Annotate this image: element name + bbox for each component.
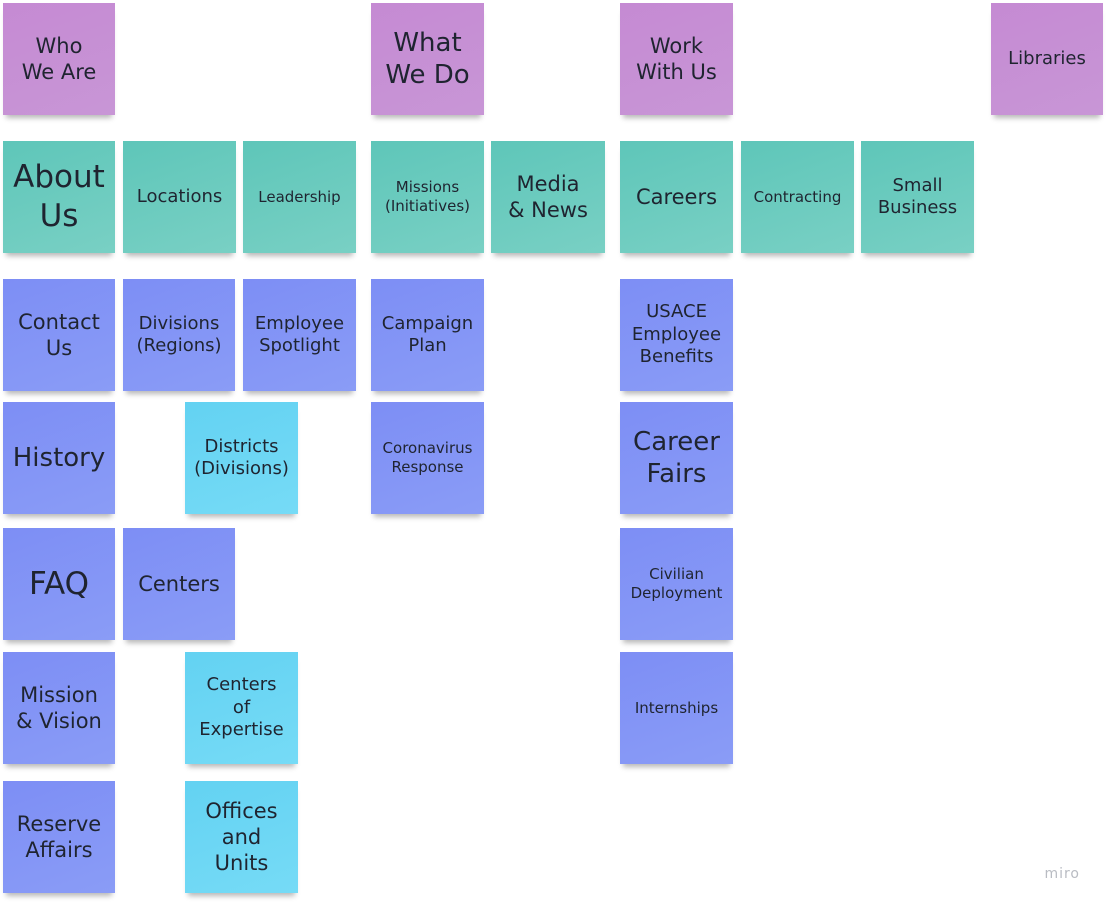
note-careers[interactable]: Careers (620, 141, 733, 253)
note-divisions-regions[interactable]: Divisions (Regions) (123, 279, 235, 391)
note-libraries[interactable]: Libraries (991, 3, 1103, 115)
note-coronavirus-response[interactable]: Coronavirus Response (371, 402, 484, 514)
note-career-fairs[interactable]: Career Fairs (620, 402, 733, 514)
note-employee-spotlight[interactable]: Employee Spotlight (243, 279, 356, 391)
note-about-us[interactable]: About Us (3, 141, 115, 253)
note-internships[interactable]: Internships (620, 652, 733, 764)
note-leadership[interactable]: Leadership (243, 141, 356, 253)
note-campaign-plan[interactable]: Campaign Plan (371, 279, 484, 391)
note-reserve-affairs[interactable]: Reserve Affairs (3, 781, 115, 893)
note-media-news[interactable]: Media & News (491, 141, 605, 253)
note-missions-initiatives[interactable]: Missions (Initiatives) (371, 141, 484, 253)
note-small-business[interactable]: Small Business (861, 141, 974, 253)
note-work-with-us[interactable]: Work With Us (620, 3, 733, 115)
note-civilian-deployment[interactable]: Civilian Deployment (620, 528, 733, 640)
note-centers[interactable]: Centers (123, 528, 235, 640)
note-who-we-are[interactable]: Who We Are (3, 3, 115, 115)
note-mission-vision[interactable]: Mission & Vision (3, 652, 115, 764)
note-districts-divisions[interactable]: Districts (Divisions) (185, 402, 298, 514)
note-contact-us[interactable]: Contact Us (3, 279, 115, 391)
miro-watermark-logo: miro (1044, 866, 1080, 882)
note-offices-and-units[interactable]: Offices and Units (185, 781, 298, 893)
note-history[interactable]: History (3, 402, 115, 514)
note-contracting[interactable]: Contracting (741, 141, 854, 253)
note-usace-employee-benefits[interactable]: USACE Employee Benefits (620, 279, 733, 391)
note-locations[interactable]: Locations (123, 141, 236, 253)
note-centers-of-expertise[interactable]: Centers of Expertise (185, 652, 298, 764)
note-faq[interactable]: FAQ (3, 528, 115, 640)
note-what-we-do[interactable]: What We Do (371, 3, 484, 115)
